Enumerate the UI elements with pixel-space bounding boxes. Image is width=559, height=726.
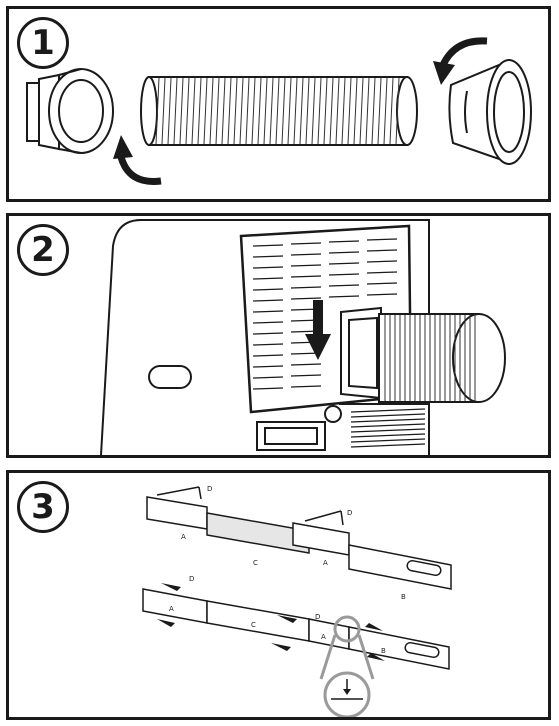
label-a-4: A — [321, 633, 326, 641]
hose-connector-left — [27, 69, 113, 153]
window-kit-exploded — [147, 487, 451, 589]
step-2-badge: 2 — [17, 224, 69, 276]
step-3-illustration: D A C D A B D A C D A B — [9, 473, 548, 717]
label-d-2: D — [347, 509, 352, 517]
hose-connector-right — [449, 60, 531, 164]
step-3-number: 3 — [31, 490, 55, 524]
step-1-panel: 1 — [6, 6, 551, 202]
label-d-3: D — [189, 575, 194, 583]
mounted-hose — [379, 314, 505, 402]
assembled-panel-a1 — [143, 589, 207, 623]
label-a-1: A — [181, 533, 186, 541]
assembled-panel-a2 — [309, 619, 349, 649]
step-2-number: 2 — [31, 233, 55, 267]
vent-slot — [351, 409, 425, 412]
vent-slot — [351, 424, 425, 427]
vent-slot — [351, 439, 425, 442]
step-2-illustration — [9, 216, 548, 455]
label-b-1: B — [401, 593, 406, 601]
step-1-badge: 1 — [17, 17, 69, 69]
label-c-2: C — [251, 621, 256, 629]
step-1-number: 1 — [31, 26, 55, 60]
step-2-panel: 2 — [6, 213, 551, 458]
window-kit-assembled — [143, 589, 449, 669]
mounted-hose-connector — [341, 308, 381, 398]
vent-slot — [351, 419, 425, 422]
slider-panel-a1 — [147, 497, 207, 529]
label-a-2: A — [323, 559, 328, 567]
label-d-1: D — [207, 485, 212, 493]
vent-slot — [351, 429, 425, 432]
label-a-3: A — [169, 605, 174, 613]
vent-slot — [351, 444, 425, 447]
label-b-2: B — [381, 647, 386, 655]
step-3-panel: 3 — [6, 470, 551, 720]
label-c-1: C — [253, 559, 258, 567]
vent-slot — [351, 414, 425, 417]
step-3-badge: 3 — [17, 481, 69, 533]
label-d-4: D — [315, 613, 320, 621]
drain-clip — [257, 406, 341, 450]
vent-slot — [351, 434, 425, 437]
step-1-illustration — [9, 9, 548, 199]
